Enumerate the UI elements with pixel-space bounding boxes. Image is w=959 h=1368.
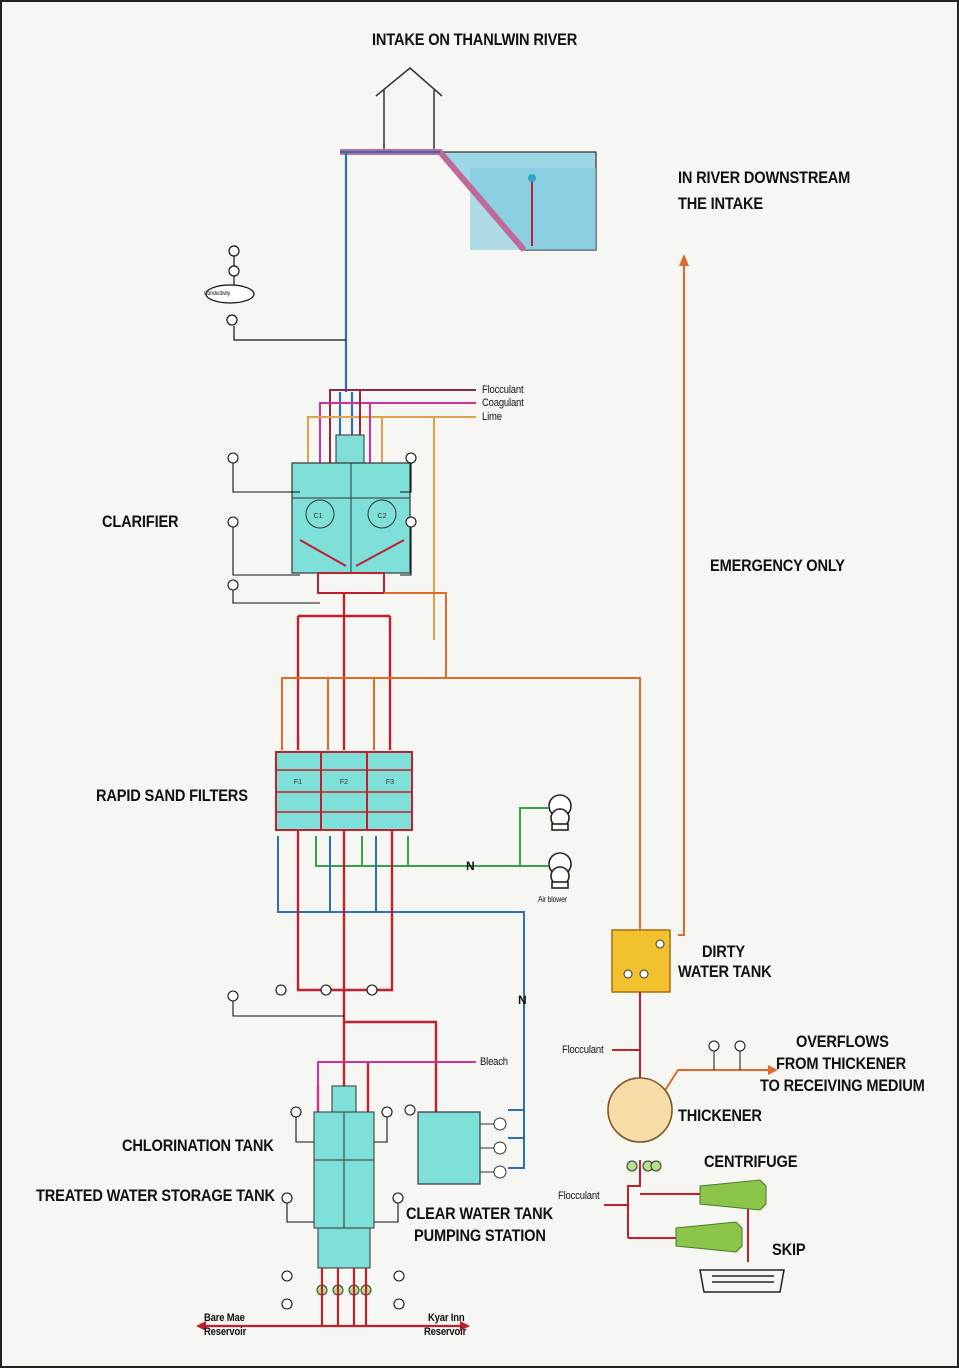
filter-f1-label: F1: [294, 779, 302, 786]
bleach-line: [317, 1061, 476, 1112]
sludge-lines: [281, 256, 685, 936]
chlorination-tank-label: CHLORINATION TANK: [122, 1136, 274, 1155]
emergency-only-label: EMERGENCY ONLY: [710, 556, 845, 575]
skip-label: SKIP: [772, 1240, 806, 1259]
the-intake-label: THE INTAKE: [678, 194, 763, 213]
clarifier-instruments: [227, 452, 417, 604]
flocculant-thickener-label: Flocculant: [562, 1044, 604, 1056]
thickener-instruments: [708, 1040, 746, 1070]
intake-label: INTAKE ON THANLWIN RIVER: [372, 30, 578, 49]
chlorination-storage-tank: [313, 1085, 375, 1269]
filtered-water-lines: [296, 830, 438, 1112]
flocculant-centrifuge-label: Flocculant: [558, 1190, 600, 1202]
flocculant-label: Flocculant: [482, 384, 524, 396]
coagulant-label: Coagulant: [482, 397, 524, 409]
clarifier-c1-label: C1: [314, 513, 323, 520]
bare-mae-label: Bare Mae: [204, 1312, 245, 1324]
dirty-label: DIRTY: [702, 942, 746, 961]
valve-icon-2: N: [518, 993, 527, 1007]
lime-label: Lime: [482, 411, 502, 423]
kyar-inn-label: Kyar Inn: [428, 1312, 465, 1324]
distribution-lines: [198, 1268, 468, 1328]
dirty-water-tank: [611, 929, 671, 993]
clarifier-label: CLARIFIER: [102, 512, 179, 531]
intake-structure: [375, 67, 443, 152]
overflows-label-2: FROM THICKENER: [776, 1054, 906, 1073]
overflow-line: [663, 1069, 776, 1093]
air-lines: [315, 807, 548, 867]
clear-water-tank: [417, 1111, 481, 1185]
bare-mae-reservoir-label: Reservoir: [204, 1326, 247, 1338]
emergency-arrow: [679, 254, 689, 266]
rapid-sand-filters-label: RAPID SAND FILTERS: [96, 786, 248, 805]
dirty-tank-pumps: [623, 939, 665, 979]
storage-instruments: [281, 1106, 405, 1310]
clarifier-c2-label: C2: [378, 513, 387, 520]
conductivity-sensor: [205, 245, 346, 341]
river-downstream-label: IN RIVER DOWNSTREAM: [678, 168, 851, 187]
overflows-label-1: OVERFLOWS: [796, 1032, 889, 1051]
rapid-sand-filters: [275, 751, 413, 831]
kyar-inn-reservoir-label: Reservoir: [424, 1326, 467, 1338]
filter-f3-label: F3: [386, 779, 394, 786]
skip-container: [699, 1269, 785, 1293]
bleach-label: Bleach: [480, 1056, 508, 1068]
air-blower-label: Air blower: [538, 895, 567, 904]
valve-icon: N: [466, 859, 475, 873]
centrifuge-icon: [675, 1179, 767, 1253]
clear-water-tank-label: CLEAR WATER TANK: [406, 1204, 553, 1223]
clear-water-pumps: [480, 1117, 507, 1179]
water-tank-label: WATER TANK: [678, 962, 772, 981]
filter-f2-label: F2: [340, 779, 348, 786]
sludge-flow-lines: [604, 992, 749, 1262]
thickener-label: THICKENER: [678, 1106, 762, 1125]
pumping-station-label: PUMPING STATION: [414, 1226, 546, 1245]
thickener-tank: [607, 1077, 673, 1143]
clarified-water-lines: [296, 593, 392, 750]
thickener-pumps: [626, 1160, 662, 1172]
filter-instruments: [227, 984, 378, 1017]
chemical-dosing-lines: [307, 389, 476, 640]
conductivity-label: Conductivity: [204, 291, 231, 297]
air-blower-icon: [548, 794, 572, 889]
centrifuge-label: CENTRIFUGE: [704, 1152, 798, 1171]
overflows-label-3: TO RECEIVING MEDIUM: [760, 1076, 925, 1095]
treated-water-storage-label: TREATED WATER STORAGE TANK: [36, 1186, 275, 1205]
clarifier-tank: [291, 434, 411, 594]
backwash-lines: [277, 836, 525, 1169]
